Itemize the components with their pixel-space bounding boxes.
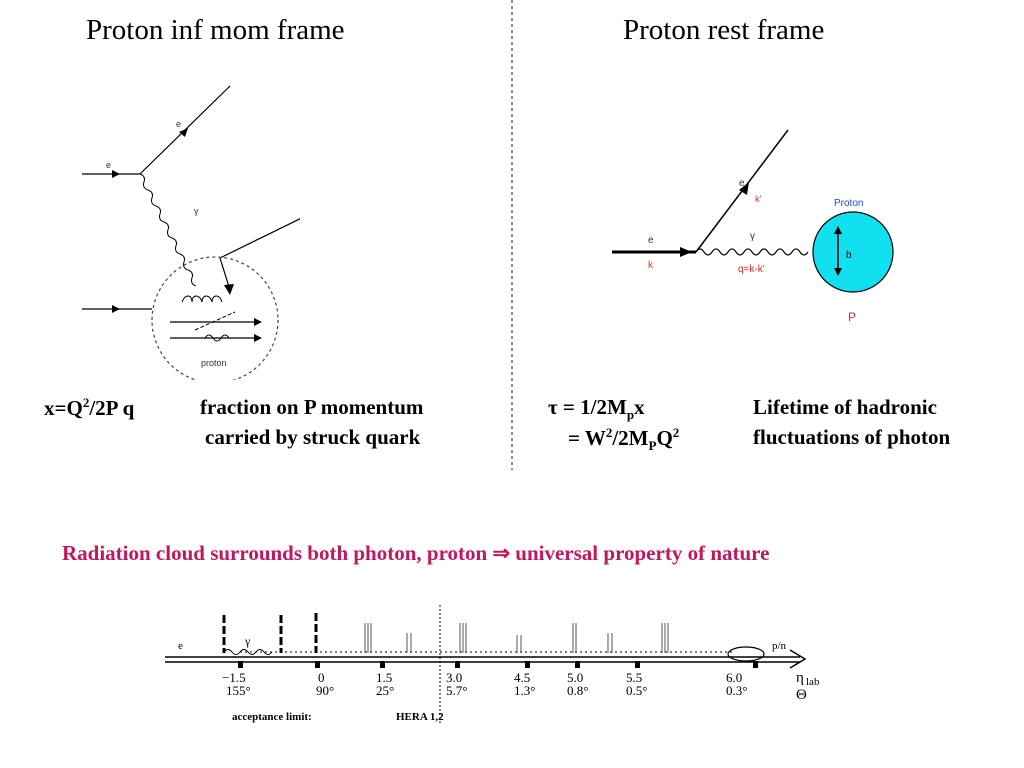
tau-formula-2: = W2/2MPQ2 [568, 425, 679, 454]
right-desc-1: Lifetime of hadronic [753, 395, 937, 419]
k-prime-label: k' [755, 194, 762, 204]
proton-sphere [812, 211, 894, 293]
tau2-c: Q [656, 426, 673, 450]
eta-value: 3.0 [446, 670, 462, 685]
theta-value: 0.8° [567, 683, 588, 698]
tau2-b: /2M [612, 426, 649, 450]
theta-value: 0.5° [626, 683, 647, 698]
tau2-a: = W [568, 426, 606, 450]
right-title: Proton rest frame [623, 14, 825, 46]
detector-acceptance-diagram: e γ p/n −1.5 0 1.5 3.0 4.5 5.0 5.5 6.0 1… [165, 605, 820, 725]
theta-value: 5.7° [446, 683, 467, 698]
tau1-b: x [634, 395, 645, 419]
theta-value: 90° [316, 683, 334, 698]
q-label: q=k-k' [738, 264, 765, 275]
e-label: e [178, 640, 183, 652]
virtual-photon-line [695, 248, 809, 256]
arrow-icon [112, 170, 120, 178]
proton-label: proton [201, 358, 227, 368]
e-in-label: e [106, 160, 111, 170]
x-formula-a: x=Q [44, 396, 83, 420]
hera-label: HERA 1,2 [396, 711, 444, 723]
tau2-sup1: 2 [605, 425, 613, 440]
p-label: P [848, 310, 856, 324]
inf-mom-frame-diagram: e e γ proton [82, 85, 300, 380]
eta-value: 0 [318, 670, 325, 685]
gluon-line [181, 295, 223, 303]
proton-remnant-icon [727, 646, 765, 662]
right-desc-2: fluctuations of photon [753, 425, 951, 449]
tau1-sub: p [626, 407, 635, 423]
k-label: k [648, 260, 654, 271]
radiation-statement: Radiation cloud surrounds both photon, p… [62, 541, 770, 565]
eta-value: 6.0 [726, 670, 742, 685]
e-label: e [648, 235, 654, 246]
arrow-icon [179, 128, 188, 137]
eta-value: 5.5 [626, 670, 642, 685]
virtual-photon-line [139, 173, 197, 287]
gamma-label: γ [244, 634, 251, 648]
eta-axis-label: η [796, 670, 804, 686]
acceptance-label: acceptance limit: [232, 711, 312, 723]
eta-value: −1.5 [222, 670, 246, 685]
e-out-label: e [176, 119, 181, 129]
x-formula-sup: 2 [82, 395, 90, 410]
left-desc-1: fraction on P momentum [200, 395, 424, 419]
theta-value: 1.3° [514, 683, 535, 698]
beam-label: p/n [772, 640, 787, 652]
eta-value: 1.5 [376, 670, 392, 685]
tau1-a: τ = 1/2M [548, 395, 627, 419]
proton-label: Proton [834, 198, 863, 209]
tau2-sub: P [648, 438, 657, 454]
tau-formula-1: τ = 1/2Mpx [548, 395, 645, 423]
tau2-sup2: 2 [672, 425, 680, 440]
proton-cloud [151, 256, 279, 380]
left-title: Proton inf mom frame [86, 14, 345, 46]
theta-value: 155° [226, 683, 251, 698]
gamma-label: γ [750, 231, 755, 242]
rest-frame-diagram: e k e k' γ q=k-k' Proton b P [612, 129, 894, 324]
x-formula: x=Q2/2P q [44, 395, 134, 421]
theta-value: 0.3° [726, 683, 747, 698]
x-formula-b: /2P q [89, 396, 135, 420]
eta-value: 5.0 [567, 670, 583, 685]
gamma-label: γ [194, 206, 199, 216]
theta-axis-label: Θ [796, 687, 807, 703]
frame-divider [511, 0, 513, 470]
eta-value: 4.5 [514, 670, 530, 685]
e-out-label: e [739, 178, 745, 189]
eta-axis-sub: lab [806, 676, 820, 688]
struck-quark-line [219, 218, 300, 259]
theta-value: 25° [376, 683, 394, 698]
left-desc-2: carried by struck quark [205, 425, 421, 449]
b-label: b [846, 250, 852, 261]
